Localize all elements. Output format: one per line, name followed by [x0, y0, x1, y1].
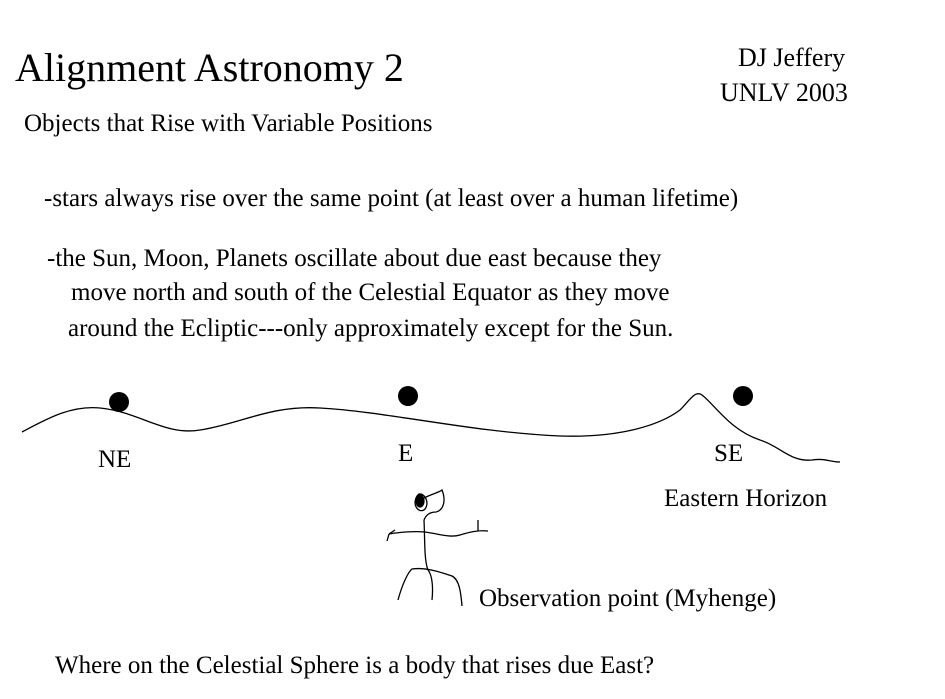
rising-body-e: [398, 386, 418, 406]
eastern-horizon-label: Eastern Horizon: [664, 485, 828, 512]
rising-body-ne: [109, 392, 129, 412]
bullet-sun-moon-line3: around the Ecliptic---only approximately…: [68, 315, 674, 342]
question: Where on the Celestial Sphere is a body …: [55, 652, 655, 679]
horizon-line: [21, 393, 841, 463]
direction-label-ne: NE: [98, 446, 132, 473]
author: DJ Jeffery: [738, 43, 846, 72]
stick-figure-observer: [386, 488, 489, 607]
affiliation: UNLV 2003: [720, 78, 848, 107]
direction-label-e: E: [398, 440, 414, 467]
subtitle: Objects that Rise with Variable Position…: [24, 110, 433, 137]
observation-point-label: Observation point (Myhenge): [479, 585, 777, 612]
slide-title: Alignment Astronomy 2: [15, 45, 404, 90]
bullet-stars: -stars always rise over the same point (…: [44, 185, 739, 212]
direction-label-se: SE: [714, 440, 744, 467]
rising-body-se: [733, 386, 753, 406]
bullet-sun-moon-line2: move north and south of the Celestial Eq…: [71, 279, 670, 306]
bullet-sun-moon-line1: -the Sun, Moon, Planets oscillate about …: [47, 245, 662, 272]
